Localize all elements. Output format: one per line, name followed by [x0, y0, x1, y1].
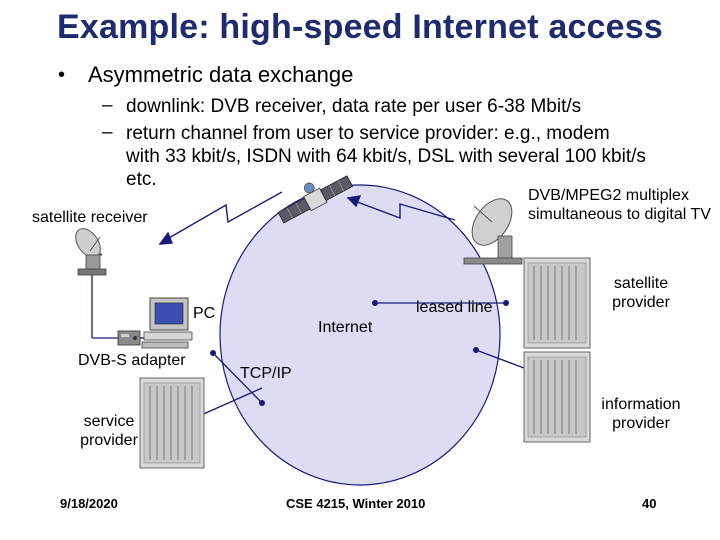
label-service-provider-line1: service [83, 413, 135, 430]
label-satellite-provider-line1: satellite [613, 275, 669, 292]
pc-icon [141, 297, 193, 349]
label-tcp-ip: TCP/IP [240, 365, 292, 382]
subbullet-dash: – [102, 95, 113, 116]
link-information-provider [475, 349, 525, 369]
uplink-dish-icon [463, 198, 523, 265]
subbullet-dash: – [102, 122, 113, 143]
bullet-text: Asymmetric data exchange [88, 62, 354, 87]
label-dvb-s-adapter: DVB-S adapter [78, 352, 186, 369]
label-satellite-provider-line2: provider [612, 294, 670, 311]
dvb-s-adapter-icon [117, 330, 141, 346]
footer-page-number: 40 [642, 496, 657, 511]
slide-title: Example: high-speed Internet access [57, 8, 663, 46]
link-endpoint [259, 400, 265, 406]
label-service-provider-line2: provider [80, 432, 138, 449]
label-multiplex-line1: DVB/MPEG2 multiplex [528, 187, 689, 204]
satellite-icon [277, 175, 354, 224]
label-satellite-receiver: satellite receiver [32, 209, 148, 226]
subbullet-downlink: downlink: DVB receiver, data rate per us… [126, 96, 582, 117]
satellite-provider-rack-icon [523, 257, 591, 349]
leased-line-endpoint [372, 300, 378, 306]
subbullet-return-channel: return channel from user to service prov… [126, 123, 646, 190]
link-endpoint [210, 350, 216, 356]
information-provider-rack-icon [523, 351, 591, 443]
footer-course: CSE 4215, Winter 2010 [286, 496, 426, 511]
label-multiplex-line2: simultaneous to digital TV [528, 206, 711, 223]
receiver-dish-icon [75, 228, 107, 276]
label-information-provider-line1: information [601, 396, 681, 413]
leased-line-endpoint [503, 300, 509, 306]
label-internet: Internet [318, 319, 373, 336]
link-pc-to-internet [212, 352, 263, 404]
bullet-marker: • [58, 64, 66, 86]
service-provider-rack-icon [139, 377, 205, 469]
internet-cloud [219, 184, 501, 486]
link-endpoint [473, 347, 479, 353]
footer-date: 9/18/2020 [60, 496, 118, 511]
label-information-provider-line2: provider [612, 415, 670, 432]
uplink-zigzag [346, 195, 456, 221]
label-pc: PC [193, 305, 216, 322]
downlink-zigzag [158, 191, 283, 245]
label-leased-line: leased line [416, 299, 493, 316]
